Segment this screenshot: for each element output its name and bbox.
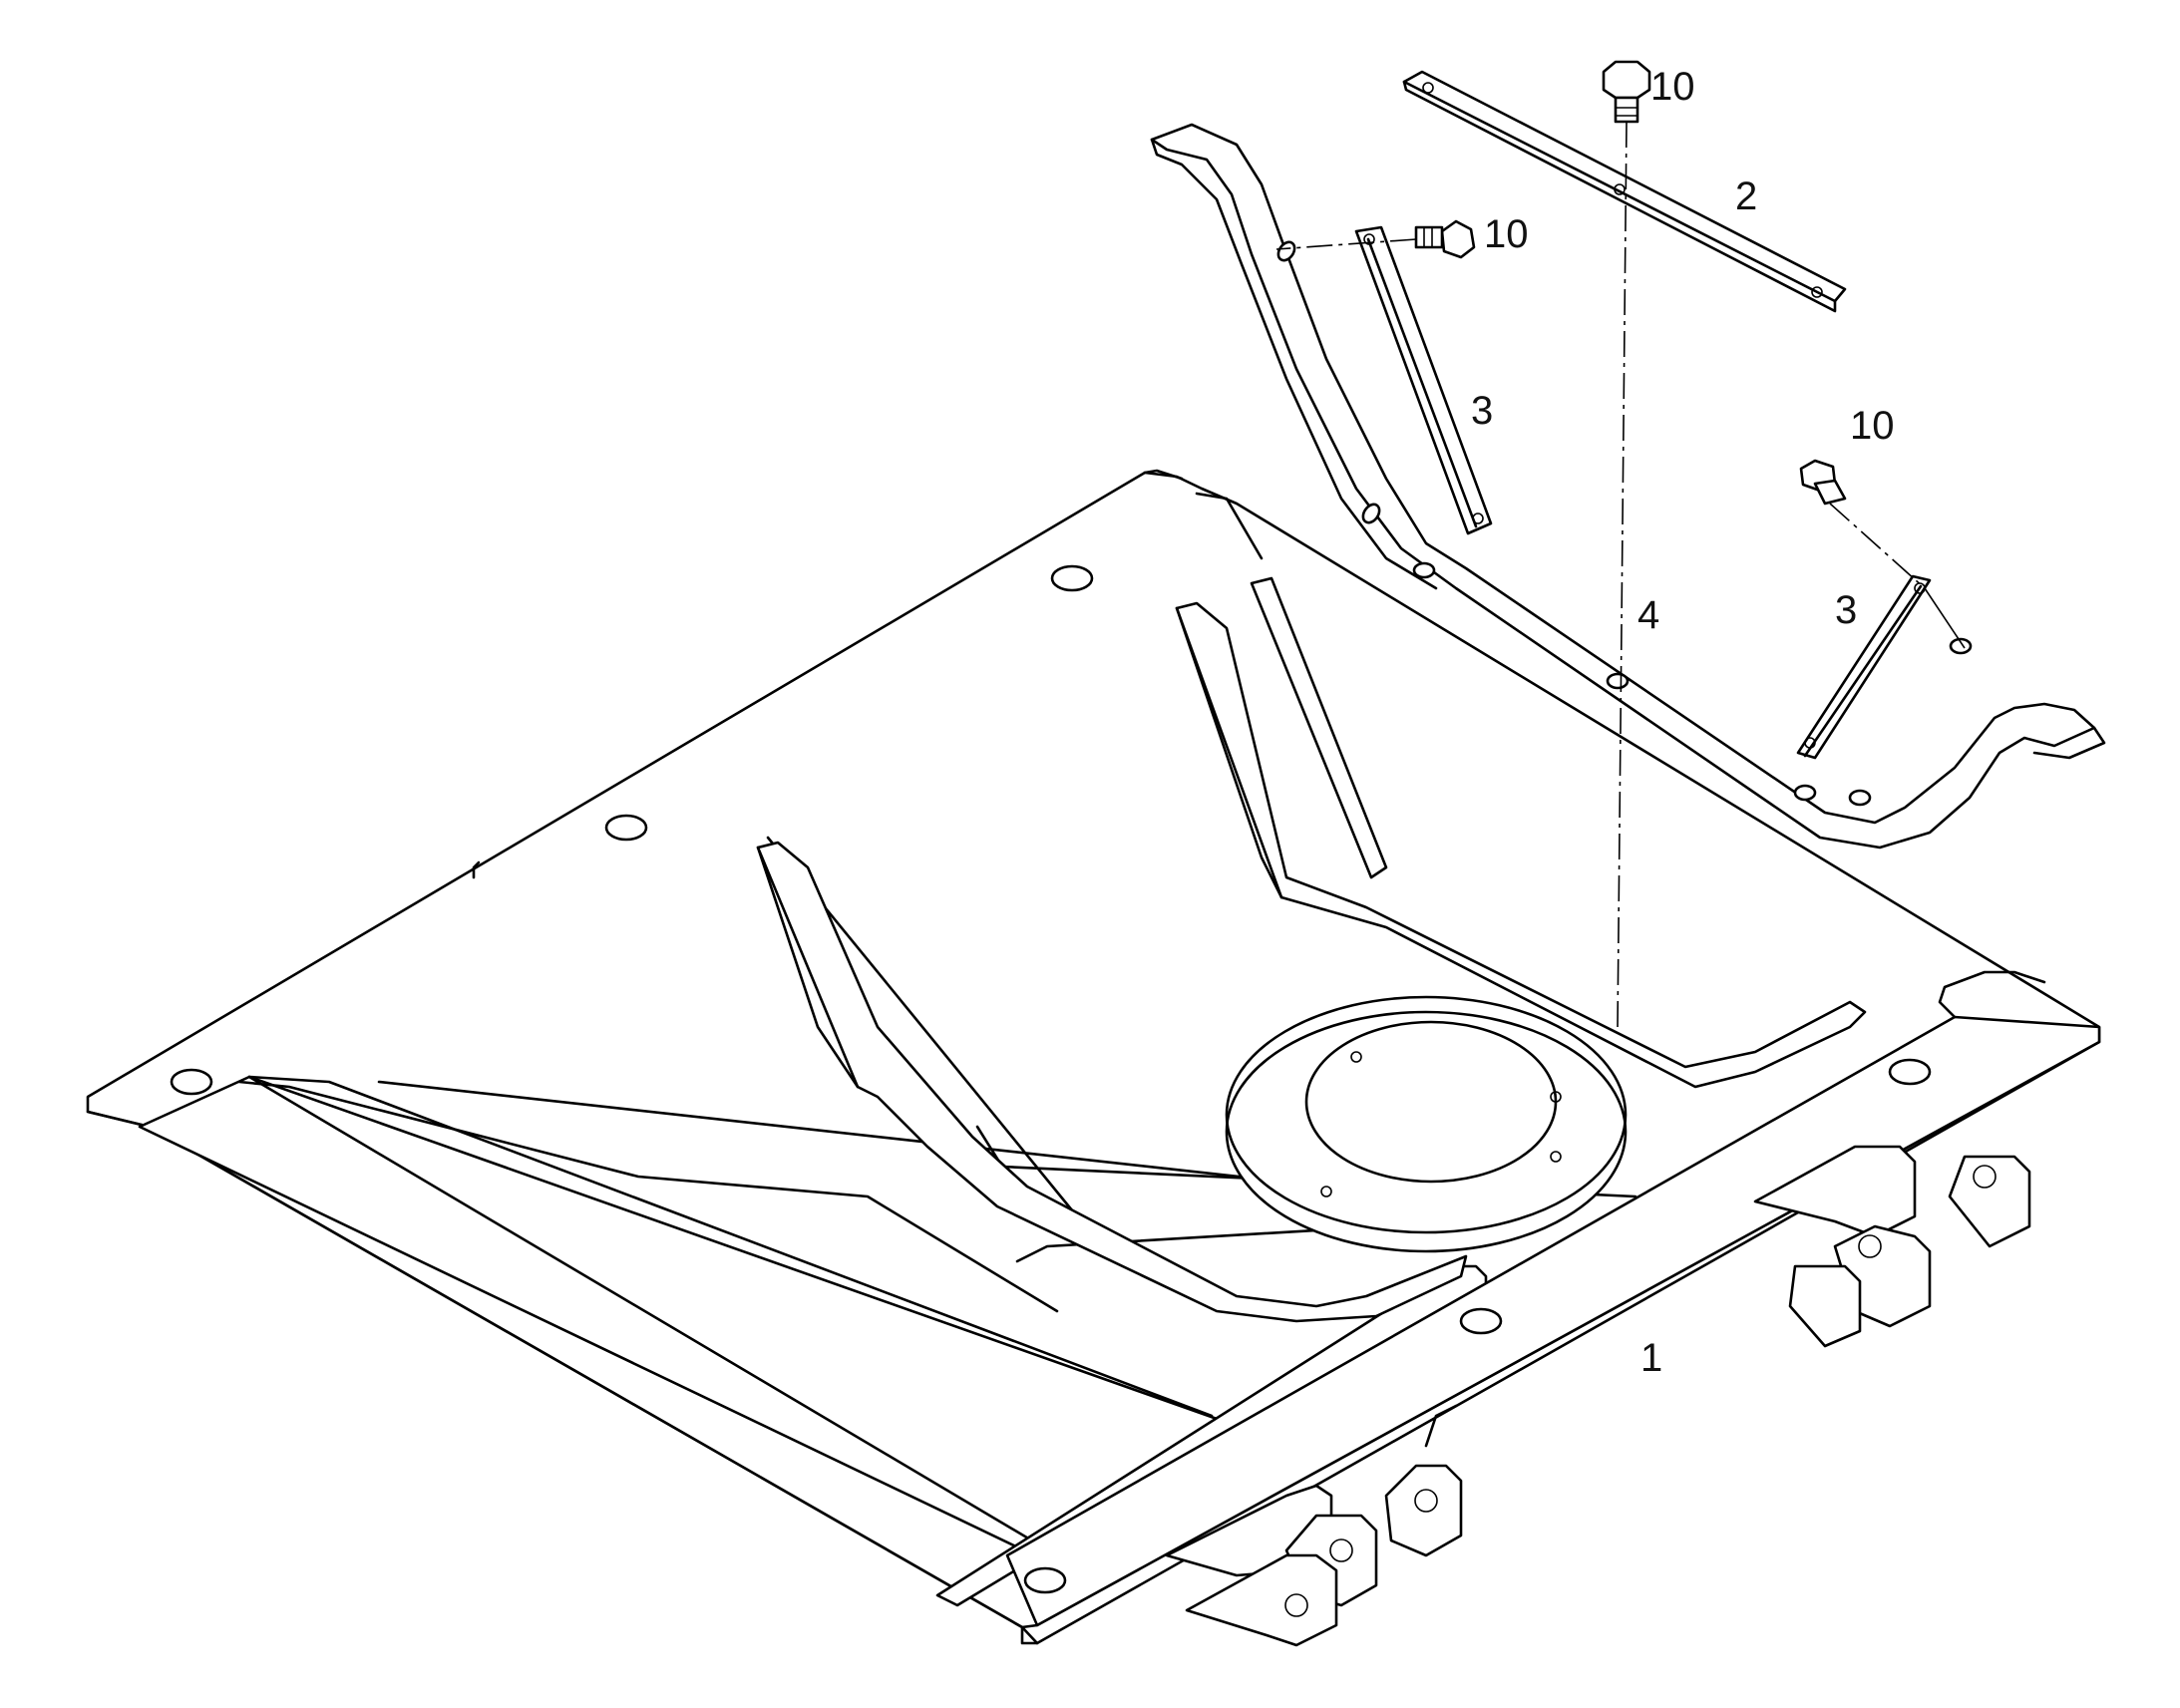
- callout-part-4: 4: [1637, 593, 1659, 637]
- strap-left: [1354, 225, 1493, 535]
- mount-hole-1: [1050, 564, 1094, 592]
- u-slot-3: [1412, 561, 1436, 579]
- bolt-right: [1799, 459, 1847, 506]
- callout-part-1: 1: [1640, 1336, 1662, 1380]
- u-slot-4: [1606, 672, 1630, 690]
- lug-row-right: [1753, 1145, 2031, 1348]
- flat-bar: [1402, 70, 1847, 313]
- u-slot-5: [1793, 784, 1817, 802]
- strap-right: [1796, 574, 1932, 760]
- right-gusset: [1175, 601, 1867, 1089]
- bolt-top: [1602, 60, 1651, 124]
- callout-part-10-mid: 10: [1484, 212, 1529, 256]
- lug-row-front: [1165, 1464, 1463, 1647]
- u-slot-6: [1848, 789, 1872, 807]
- base-frame: [86, 469, 2101, 1647]
- center-post: [1250, 576, 1388, 879]
- u-bracket: [1150, 123, 2106, 850]
- mount-hole-5: [1459, 1307, 1503, 1335]
- mount-hole-6: [1888, 1058, 1932, 1086]
- mount-hole-4: [1023, 1566, 1067, 1594]
- mount-hole-3: [170, 1068, 213, 1096]
- u-slot-7: [1949, 637, 1973, 655]
- callout-part-10-top: 10: [1650, 65, 1695, 109]
- u-slot-2: [1361, 503, 1381, 524]
- callout-part-10-right: 10: [1850, 404, 1895, 448]
- u-slot-1: [1276, 240, 1296, 262]
- bolt-mid: [1414, 219, 1476, 259]
- bearing-ring-bore: [1304, 1020, 1558, 1184]
- callout-part-3-right: 3: [1835, 588, 1857, 632]
- u-bracket-body: [1150, 123, 2096, 850]
- callout-part-3-left: 3: [1471, 389, 1493, 433]
- left-gusset: [756, 841, 1468, 1323]
- assembly-lines: [1275, 121, 1966, 1030]
- callout-part-2: 2: [1735, 174, 1757, 218]
- mount-hole-2: [604, 814, 648, 842]
